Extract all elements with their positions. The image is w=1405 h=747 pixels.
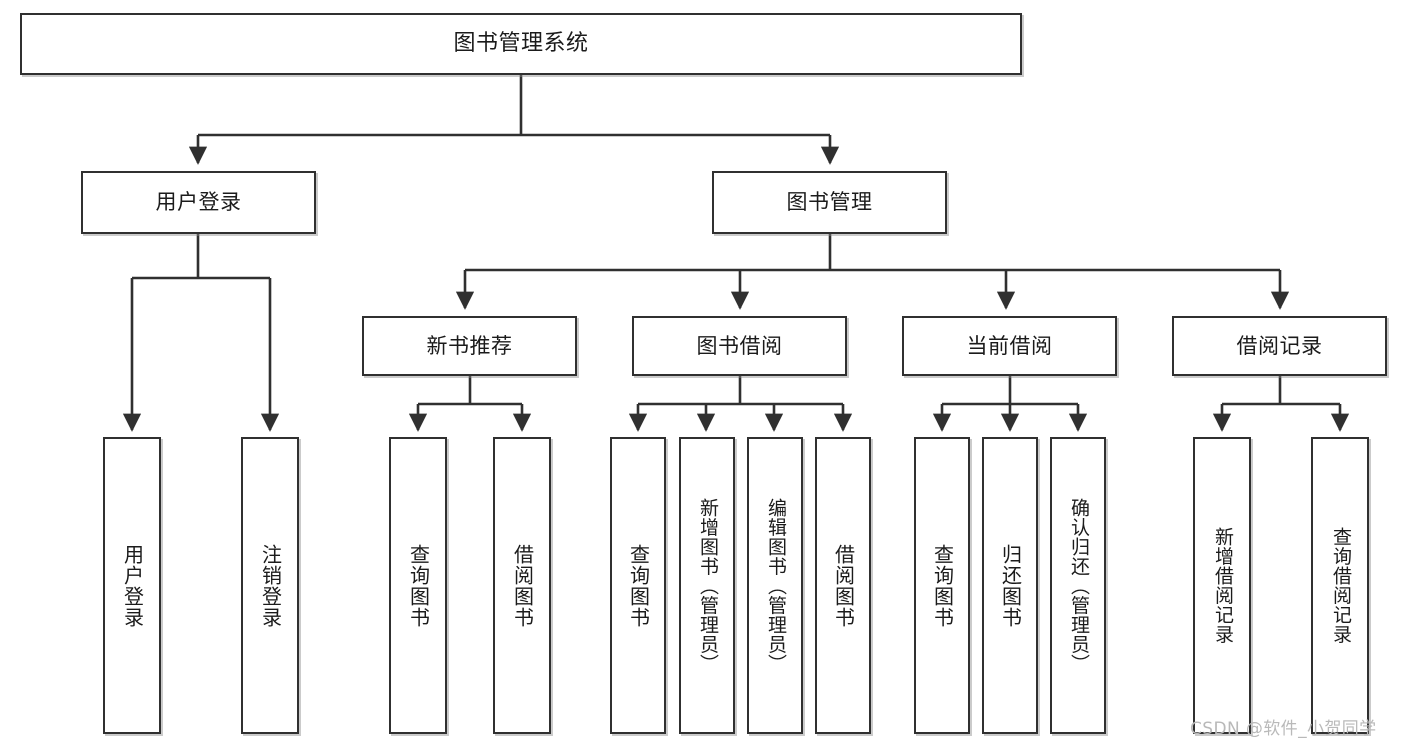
node-borrow-record-label: 借阅记录 xyxy=(1236,333,1323,358)
node-new-book-rec[interactable]: 新书推荐 xyxy=(362,316,577,376)
node-leaf-add-record[interactable]: 新增借阅记录 xyxy=(1193,437,1251,734)
node-leaf-query-book-3-label: 查询图书 xyxy=(930,543,955,628)
node-leaf-confirm-return[interactable]: 确认归还（管理员） xyxy=(1050,437,1106,734)
node-leaf-borrow-book-2[interactable]: 借阅图书 xyxy=(815,437,871,734)
node-root[interactable]: 图书管理系统 xyxy=(20,13,1022,75)
node-leaf-borrow-book-1[interactable]: 借阅图书 xyxy=(493,437,551,734)
node-current-borrow-label: 当前借阅 xyxy=(966,333,1053,358)
node-leaf-return-book[interactable]: 归还图书 xyxy=(982,437,1038,734)
node-book-borrow[interactable]: 图书借阅 xyxy=(632,316,847,376)
node-leaf-borrow-book-2-label: 借阅图书 xyxy=(831,543,856,628)
node-new-book-rec-label: 新书推荐 xyxy=(426,333,513,358)
node-root-label: 图书管理系统 xyxy=(453,31,589,57)
node-leaf-query-record-label: 查询借阅记录 xyxy=(1329,527,1352,644)
node-book-manage[interactable]: 图书管理 xyxy=(712,171,947,234)
node-borrow-record[interactable]: 借阅记录 xyxy=(1172,316,1387,376)
node-current-borrow[interactable]: 当前借阅 xyxy=(902,316,1117,376)
node-leaf-user-login[interactable]: 用户登录 xyxy=(103,437,161,734)
node-leaf-borrow-book-1-label: 借阅图书 xyxy=(510,543,535,628)
node-leaf-query-book-2[interactable]: 查询图书 xyxy=(610,437,666,734)
node-leaf-query-book-1-label: 查询图书 xyxy=(406,543,431,628)
node-leaf-confirm-return-label: 确认归还（管理员） xyxy=(1067,497,1090,674)
node-leaf-return-book-label: 归还图书 xyxy=(998,543,1023,628)
node-leaf-edit-book-label: 编辑图书（管理员） xyxy=(764,497,787,674)
node-leaf-add-record-label: 新增借阅记录 xyxy=(1211,527,1234,644)
node-leaf-edit-book[interactable]: 编辑图书（管理员） xyxy=(747,437,803,734)
node-book-manage-label: 图书管理 xyxy=(786,190,873,215)
node-leaf-add-book[interactable]: 新增图书（管理员） xyxy=(679,437,735,734)
node-user-login-label: 用户登录 xyxy=(155,190,242,215)
node-leaf-query-record[interactable]: 查询借阅记录 xyxy=(1311,437,1369,734)
node-leaf-query-book-1[interactable]: 查询图书 xyxy=(389,437,447,734)
node-leaf-logout-label: 注销登录 xyxy=(258,543,283,628)
node-user-login[interactable]: 用户登录 xyxy=(81,171,316,234)
node-book-borrow-label: 图书借阅 xyxy=(696,333,783,358)
node-leaf-add-book-label: 新增图书（管理员） xyxy=(696,497,719,674)
node-leaf-user-login-label: 用户登录 xyxy=(120,543,145,628)
node-leaf-query-book-2-label: 查询图书 xyxy=(626,543,651,628)
node-leaf-logout[interactable]: 注销登录 xyxy=(241,437,299,734)
node-leaf-query-book-3[interactable]: 查询图书 xyxy=(914,437,970,734)
csdn-watermark: CSDN @软件_小贺同学 xyxy=(1190,719,1377,739)
